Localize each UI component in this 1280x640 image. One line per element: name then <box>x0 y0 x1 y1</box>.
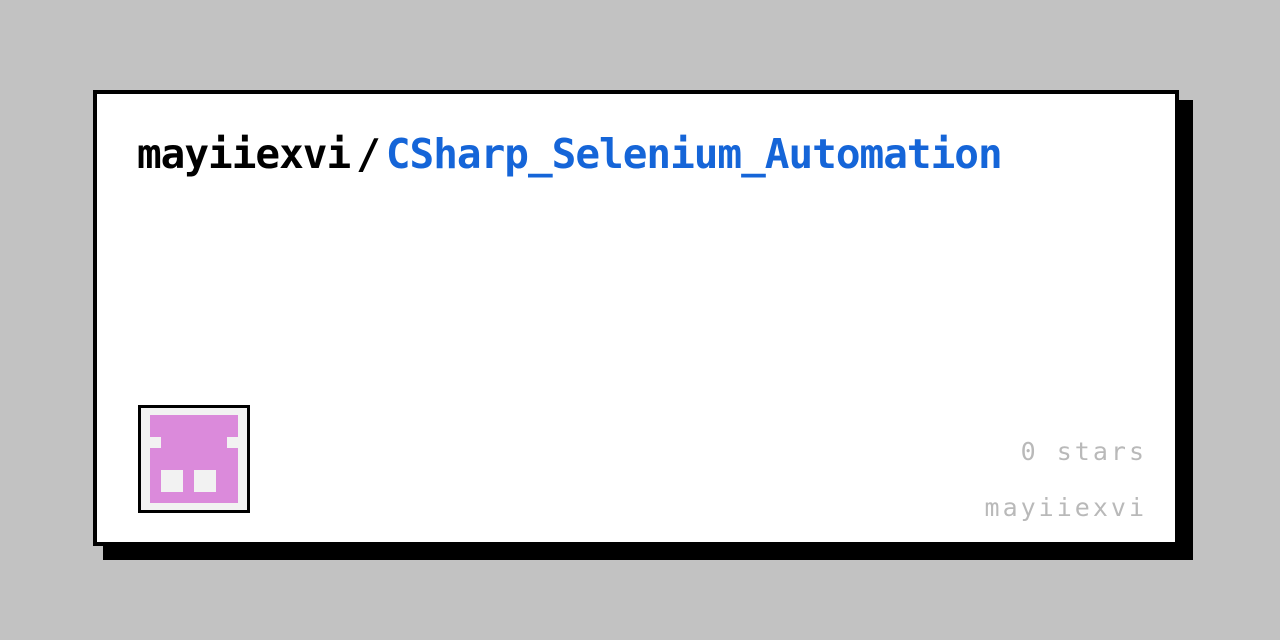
avatar-pixel-art-icon <box>150 415 238 503</box>
repository-name-link[interactable]: CSharp_Selenium_Automation <box>385 130 1003 178</box>
repository-meta: 0 stars mayiiexvi <box>985 424 1147 536</box>
avatar[interactable] <box>138 405 250 513</box>
repository-title: mayiiexvi/CSharp_Selenium_Automation <box>137 130 1003 178</box>
owner-label: mayiiexvi <box>984 493 1147 522</box>
repository-card[interactable]: mayiiexvi/CSharp_Selenium_Automation 0 s… <box>93 90 1179 546</box>
title-separator: / <box>356 130 381 178</box>
star-count-label: 0 stars <box>1020 437 1147 466</box>
repository-owner-link[interactable]: mayiiexvi <box>137 130 351 178</box>
